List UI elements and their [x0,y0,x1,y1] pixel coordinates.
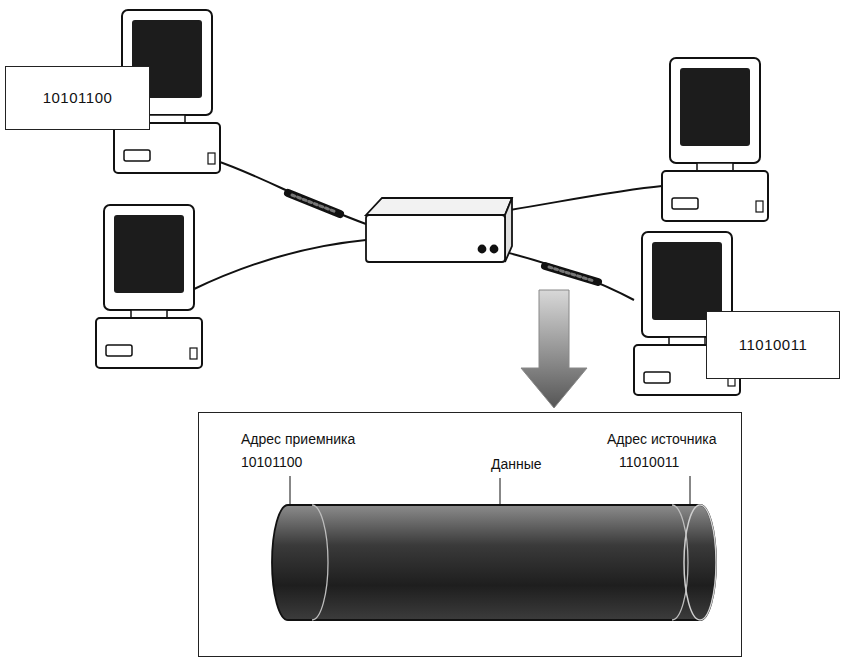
packet-cylinder [272,505,716,620]
cable-connector [549,267,594,281]
cable [510,186,662,210]
address-value: 10101100 [241,454,302,471]
leader-line [290,476,291,506]
address-tag: 11010011 [706,311,840,379]
cable-connector [292,195,336,212]
field-label: Адрес приемника [241,431,355,448]
packet-frame: Адрес приемника 10101100 Данные Адрес источ… [198,412,742,657]
cable-connector [288,193,340,214]
address-tag: 10101100 [5,66,150,130]
leader-line [690,476,691,506]
cable [214,160,366,224]
field-label: Адрес источника [607,431,717,448]
leader-line [500,478,501,506]
computer [662,58,768,221]
cable [192,240,366,290]
cable-connector [545,266,598,282]
down-arrow [521,290,587,408]
hub [366,198,512,262]
address-text: 11010011 [739,336,808,354]
address-value: 11010011 [619,454,679,471]
field-label: Данные [491,456,542,473]
address-text: 10101100 [43,89,113,107]
computer [96,205,202,368]
